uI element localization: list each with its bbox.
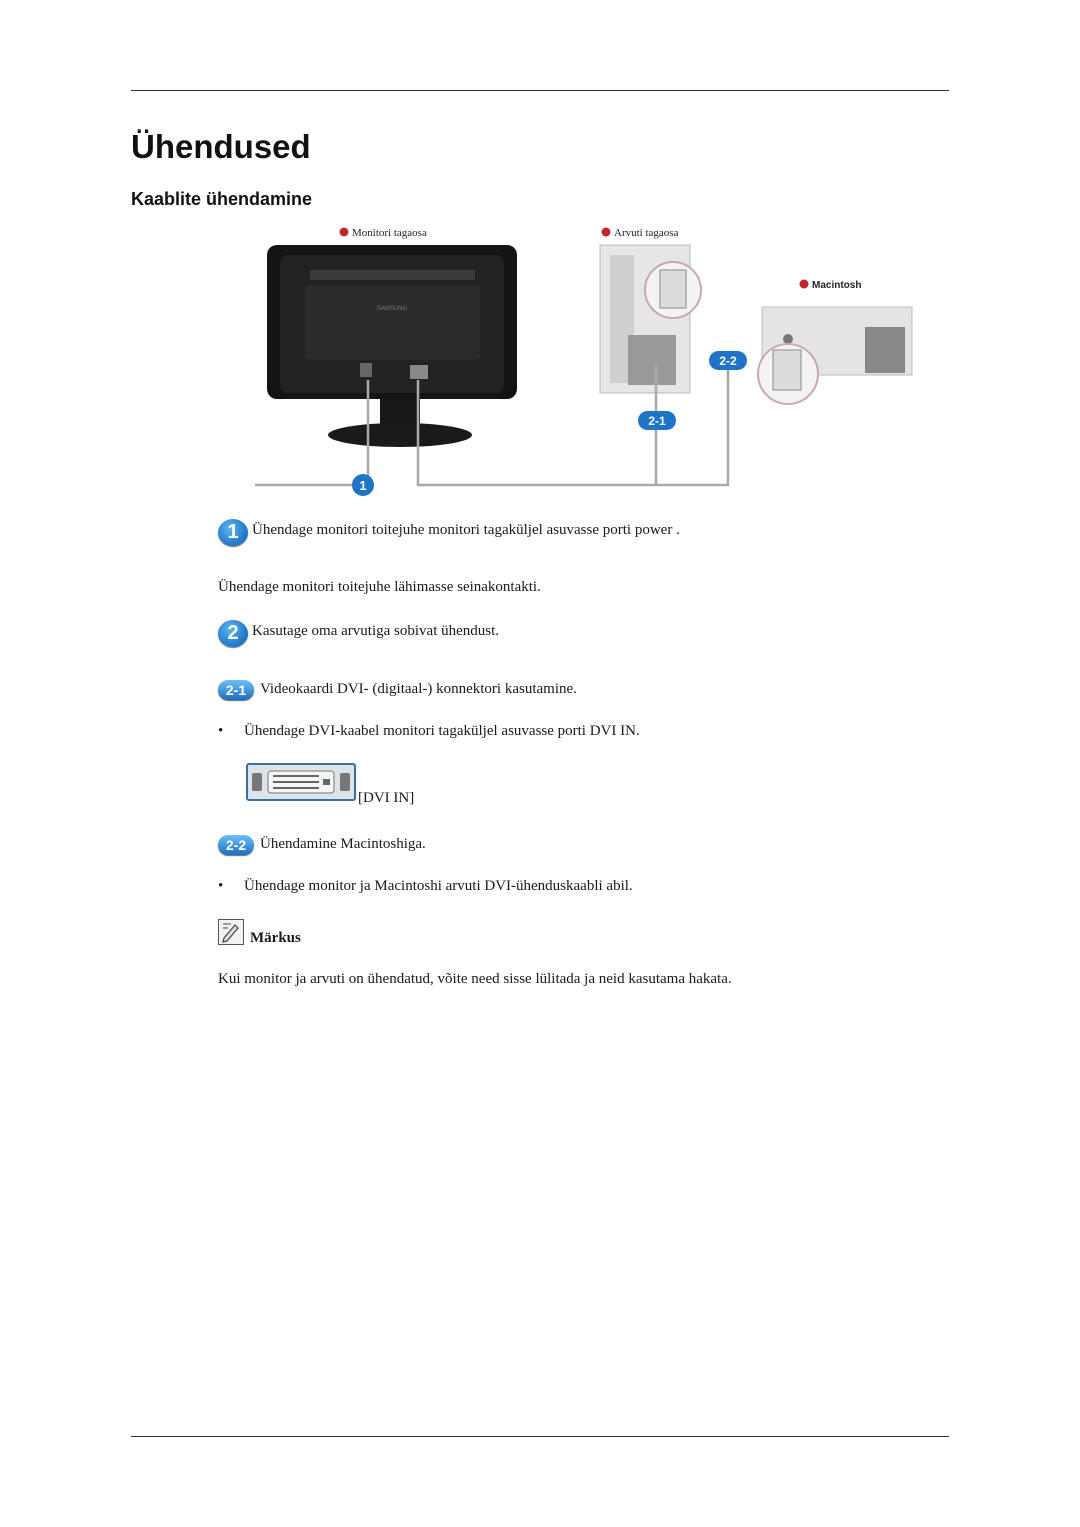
monitor-label-dot-icon <box>339 227 349 237</box>
step-2-badge-icon: 2 <box>218 620 248 647</box>
step-2-2-badge-icon: 2-2 <box>218 835 254 855</box>
step-2-2-line: 2-2 Ühendamine Macintoshiga. <box>218 835 426 855</box>
callout-2-1-icon: 2-1 <box>638 411 676 430</box>
section-heading: Kaablite ühendamine <box>131 189 313 209</box>
step-2-1-line: 2-1 Videokaardi DVI- (digitaal-) konnekto… <box>218 680 577 700</box>
step-2-1-badge-icon: 2-1 <box>218 680 254 700</box>
mac-label-dot-icon <box>799 279 809 289</box>
step-1-badge-icon: 1 <box>218 519 248 546</box>
mac-label: Macintosh <box>812 280 861 291</box>
step-1-text: Ühendage monitori toitejuhe monitori tag… <box>252 522 680 538</box>
callout-2-2-text: 2-2 <box>719 354 737 368</box>
callout-1-text: 1 <box>359 478 366 493</box>
monitor-back-label: Monitori tagaosa <box>352 227 427 239</box>
dvi-in-label: [DVI IN] <box>358 790 415 806</box>
connection-diagram: Monitori tagaosa Arvuti tagaosa Macintos… <box>255 227 913 496</box>
step-2-text: Kasutage oma arvutiga sobivat ühendust. <box>252 623 500 639</box>
callout-2-1-text: 2-1 <box>648 414 666 428</box>
step-1-line-2: Ühendage monitori toitejuhe lähimasse se… <box>218 579 541 595</box>
step-2-2-bullet: •Ühendage monitor ja Macintoshi arvuti D… <box>218 878 633 894</box>
step-2-1-text: Videokaardi DVI- (digitaal-) konnektori … <box>260 681 577 697</box>
note-label: Märkus <box>250 930 301 946</box>
monitor-back-illustration: SAMSUNG <box>267 245 517 447</box>
page-title: Ühendused <box>131 128 311 165</box>
footer-rule <box>131 1436 949 1437</box>
computer-label-dot-icon <box>601 227 611 237</box>
monitor-brand-text: SAMSUNG <box>377 306 408 312</box>
dvi-port-icon <box>246 763 356 801</box>
note-icon <box>218 919 244 945</box>
computer-back-label: Arvuti tagaosa <box>614 227 679 239</box>
step-2-1-bullet-text: Ühendage DVI-kaabel monitori tagaküljel … <box>244 723 640 739</box>
header-rule <box>131 90 949 91</box>
computer-tower-illustration <box>599 244 702 394</box>
callout-1-icon: 1 <box>352 474 374 496</box>
note-text: Kui monitor ja arvuti on ühendatud, võit… <box>218 971 732 987</box>
callout-2-2-icon: 2-2 <box>709 351 747 370</box>
step-2-2-text: Ühendamine Macintoshiga. <box>260 836 426 852</box>
macintosh-illustration <box>757 306 913 405</box>
step-2-1-bullet: •Ühendage DVI-kaabel monitori tagaküljel… <box>218 723 640 739</box>
step-2-2-bullet-text: Ühendage monitor ja Macintoshi arvuti DV… <box>244 878 633 894</box>
